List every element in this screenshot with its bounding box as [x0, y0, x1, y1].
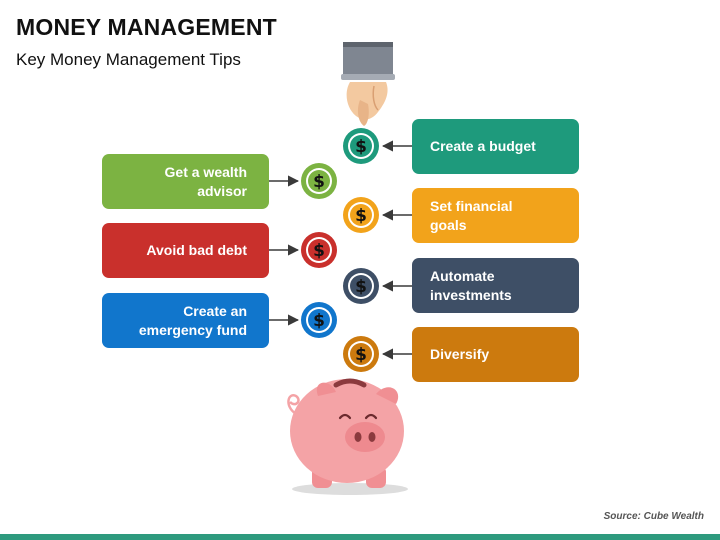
tip-box-diversify: Diversify: [412, 327, 579, 382]
coin-symbol: $: [355, 206, 367, 226]
tip-box-advisor: Get a wealth advisor: [102, 154, 269, 209]
coin-icon-budget: $: [343, 128, 379, 164]
coin-symbol: $: [355, 277, 367, 297]
tip-label-budget: Create a budget: [430, 138, 536, 154]
coin-symbol: $: [355, 137, 367, 157]
tip-label-emergency: Create an emergency fund: [138, 302, 247, 338]
coin-symbol: $: [313, 241, 325, 261]
coin-symbol: $: [355, 345, 367, 365]
piggy-bank-icon: [287, 378, 408, 495]
tip-label-automate: Automate investments: [430, 267, 512, 303]
coin-icon-debt: $: [301, 232, 337, 268]
coin-symbol: $: [313, 311, 325, 331]
tip-label-advisor: Get a wealth advisor: [164, 163, 247, 199]
page-title: MONEY MANAGEMENT: [16, 14, 277, 40]
coin-symbol: $: [313, 172, 325, 192]
tip-box-emergency: Create an emergency fund: [102, 293, 269, 348]
source-note: Source: Cube Wealth: [603, 511, 704, 522]
tip-box-budget: Create a budget: [412, 119, 579, 174]
accent-bar: [0, 534, 720, 540]
tip-box-goals: Set financial goals: [412, 188, 579, 243]
coin-icon-advisor: $: [301, 163, 337, 199]
page-subtitle: Key Money Management Tips: [16, 50, 241, 69]
hand-icon: [341, 42, 395, 126]
tip-box-debt: Avoid bad debt: [102, 223, 269, 278]
tip-box-automate: Automate investments: [412, 258, 579, 313]
coin-icon-emergency: $: [301, 302, 337, 338]
coin-icon-automate: $: [343, 268, 379, 304]
coin-icon-goals: $: [343, 197, 379, 233]
tip-label-debt: Avoid bad debt: [146, 242, 247, 258]
tip-label-diversify: Diversify: [430, 346, 490, 362]
tip-label-goals: Set financial goals: [430, 197, 513, 233]
coin-icon-diversify: $: [343, 336, 379, 372]
